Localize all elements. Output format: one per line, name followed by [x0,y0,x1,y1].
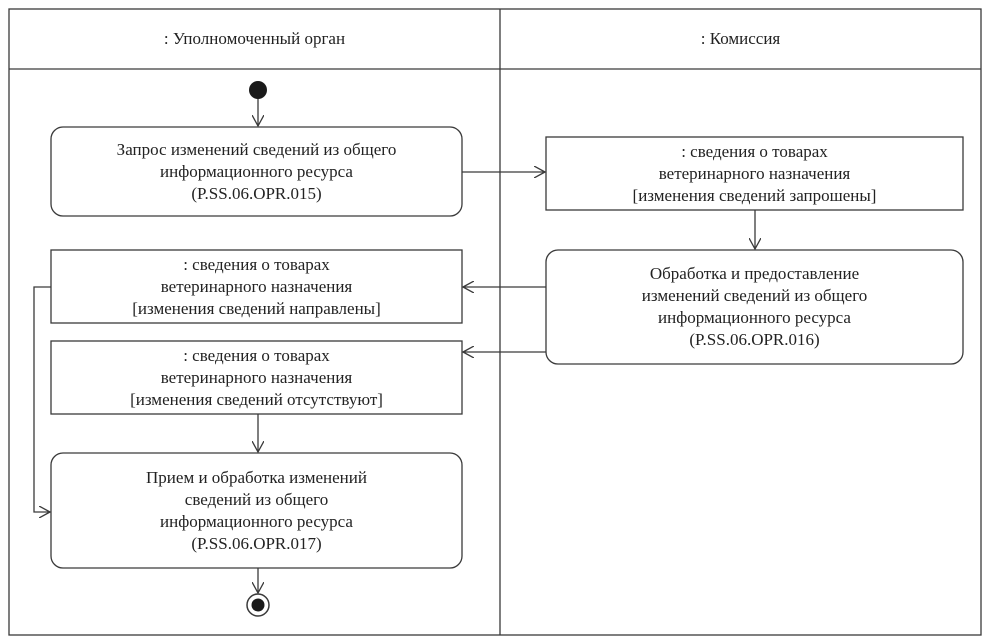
node-line: информационного ресурса [160,161,353,181]
node-line: (P.SS.06.OPR.016) [689,330,820,349]
lane-header-commission: : Комиссия [700,29,781,48]
initial-node [249,81,267,99]
action-process-and-provide [545,249,964,365]
lane-header-authorized-body: : Уполномоченный орган [163,29,346,48]
node-line: [изменения сведений направлены] [132,298,381,318]
object-changes-requested-text: : сведения о товарах ветеринарного назна… [546,137,963,210]
object-changes-sent-text: : сведения о товарах ветеринарного назна… [51,250,462,323]
object-changes-absent [50,340,463,415]
object-changes-sent [50,249,463,324]
node-line: информационного ресурса [160,511,353,531]
node-line: ветеринарного назначения [160,276,353,296]
object-changes-absent-text: : сведения о товарах ветеринарного назна… [51,341,462,414]
swimlane-frame [8,8,982,636]
node-line: ветеринарного назначения [160,367,353,387]
node-line: [изменения сведений запрошены] [632,185,877,205]
object-changes-requested [545,136,964,211]
action-process-and-provide-text: Обработка и предоставление изменений све… [546,250,963,364]
node-line: (P.SS.06.OPR.017) [191,533,322,553]
node-line: (P.SS.06.OPR.015) [191,183,322,203]
action-request-changes-text: Запрос изменений сведений из общего инфо… [51,127,462,216]
node-line: сведений из общего [184,489,329,509]
flow-object2-to-receive [33,286,51,512]
node-line: информационного ресурса [658,308,851,327]
node-line: [изменения сведений отсутствуют] [130,389,383,409]
node-line: Прием и обработка изменений [146,467,367,487]
final-node-dot [251,598,265,612]
node-line: Обработка и предоставление [649,264,860,283]
action-receive-and-process [50,452,463,569]
node-line: изменений сведений из общего [641,286,868,305]
node-line: ветеринарного назначения [658,163,851,183]
node-line: : сведения о товарах [183,254,330,274]
node-line: : сведения о товарах [183,345,330,365]
action-receive-and-process-text: Прием и обработка изменений сведений из … [51,453,462,568]
node-line: : сведения о товарах [681,141,828,161]
node-line: Запрос изменений сведений из общего [116,139,397,159]
